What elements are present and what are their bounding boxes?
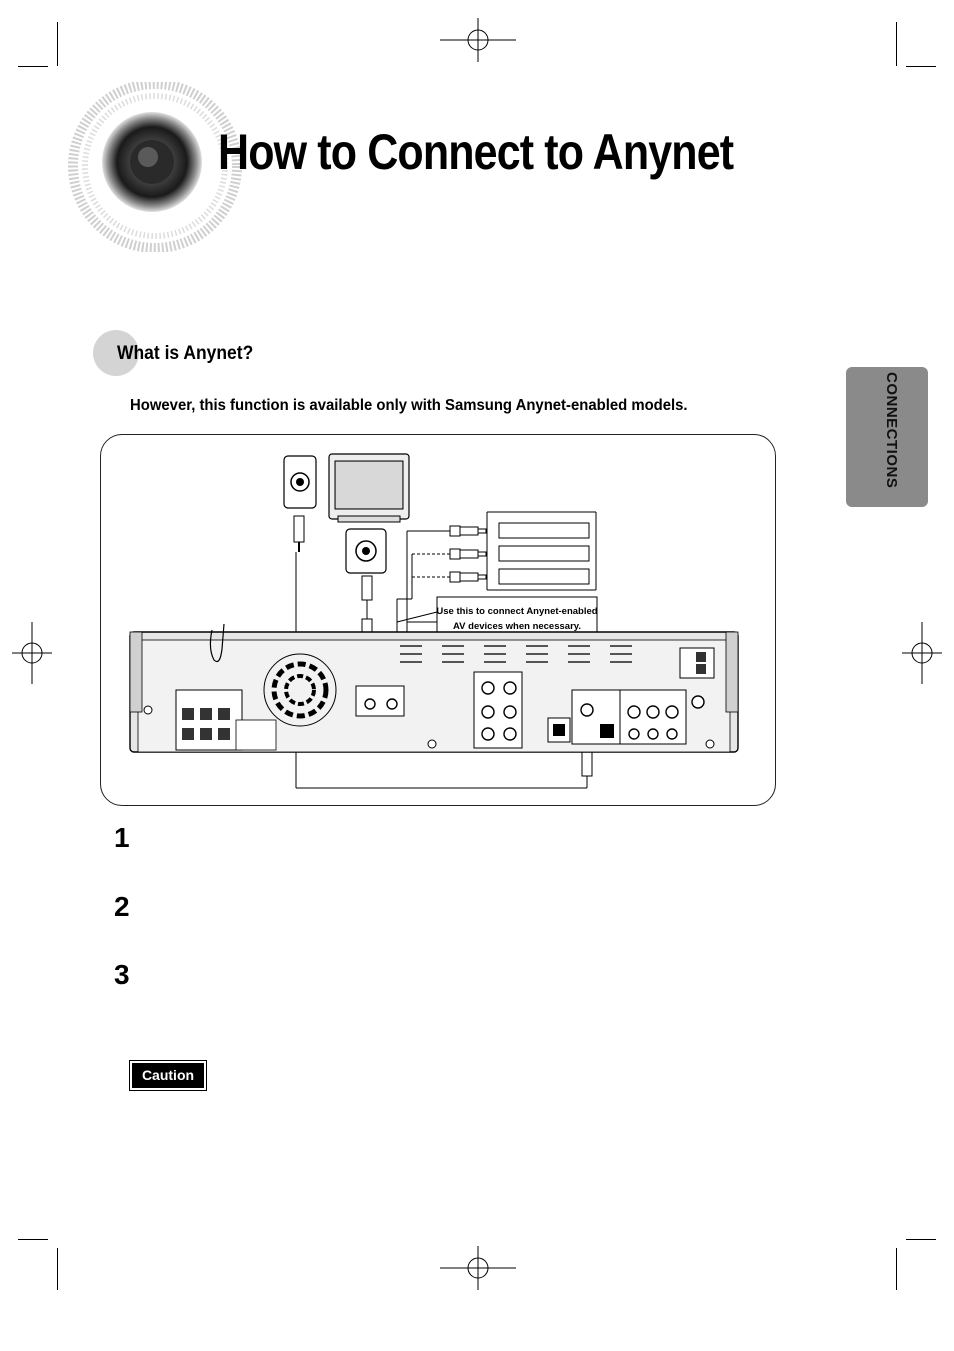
crop-mark [18,1239,48,1240]
side-tab-label: CONNECTIONS [883,372,900,489]
crop-mark [896,22,897,66]
receiver-back-panel [129,623,739,753]
step-number-1: 1 [114,822,130,853]
page-title: How to Connect to Anynet [218,124,734,180]
callout-line1: Use this to connect Anynet-enabled [436,606,597,617]
connection-diagram-frame [100,434,776,806]
registration-mark-left [12,622,52,684]
crop-mark [896,1248,897,1290]
av-device-jack [345,528,387,574]
step-number-3: 3 [114,959,130,990]
caution-label: Caution [129,1060,207,1091]
section-bullet [93,330,139,376]
registration-mark-top [440,18,516,62]
registration-mark-right [902,622,942,684]
crop-mark [18,66,48,67]
crop-mark [906,66,936,67]
crop-mark [57,22,58,66]
callout-line2: AV devices when necessary. [453,621,581,632]
crop-mark [906,1239,936,1240]
connection-diagram: Use this to connect Anynet-enabled AV de… [129,453,739,789]
caution-text: Caution [132,1063,204,1088]
section-heading: What is Anynet? [117,343,254,364]
crop-mark [57,1248,58,1290]
availability-note: However, this function is available only… [130,397,688,414]
tv-icon [328,453,410,523]
registration-mark-bottom [440,1246,516,1290]
connections-side-tab [846,367,928,507]
step-number-2: 2 [114,891,130,922]
speaker-graphic [68,82,242,252]
tv-anynet-jack [283,455,317,509]
